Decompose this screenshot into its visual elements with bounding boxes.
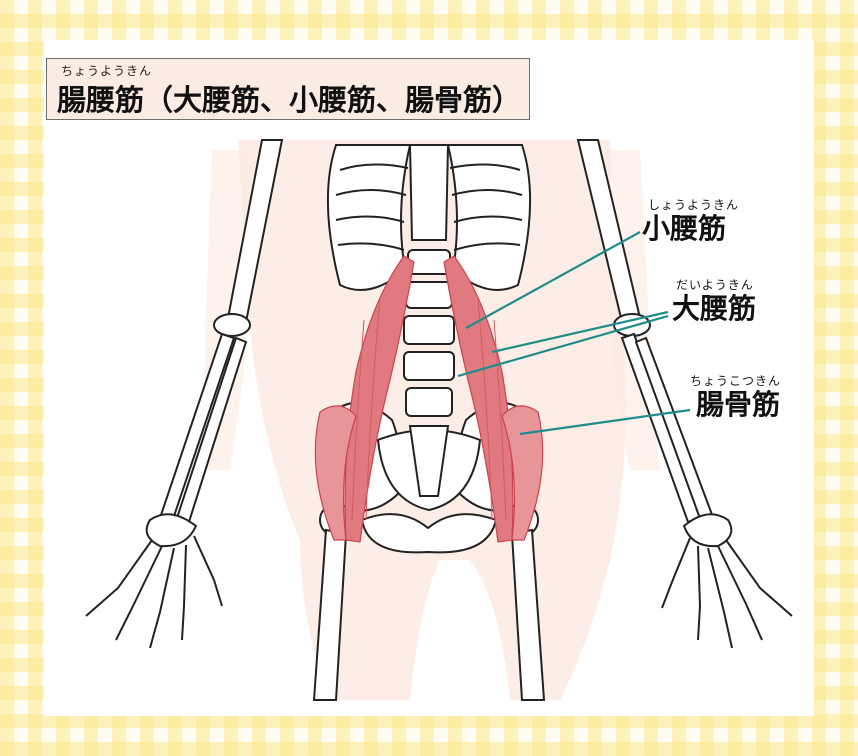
label-psoas-major-ruby: だいようきん [676, 278, 754, 292]
leader-line-psoas-major-2 [457, 314, 669, 378]
title-box: ちょうようきん 腸腰筋（大腰筋、小腰筋、腸骨筋） [46, 58, 530, 120]
label-psoas-major-text: 大腰筋 [672, 292, 757, 325]
label-iliacus-ruby: ちょうこつきん [690, 374, 782, 388]
label-iliacus-text: 腸骨筋 [696, 388, 781, 421]
left-psoas-major [344, 255, 415, 543]
right-iliacus [501, 405, 544, 541]
lumbar-spine [403, 249, 455, 497]
leader-line-psoas-minor [465, 231, 641, 329]
right-arm-bones [576, 139, 793, 649]
label-iliacus: ちょうこつきん 腸骨筋 [690, 372, 781, 421]
iliopsoas-muscles [314, 255, 544, 543]
right-psoas-major [443, 255, 514, 543]
label-psoas-minor-ruby: しょうようきん [648, 198, 740, 212]
page-title: 腸腰筋（大腰筋、小腰筋、腸骨筋） [57, 83, 522, 117]
label-psoas-minor-text: 小腰筋 [642, 212, 727, 245]
leader-line-psoas-major-1 [491, 310, 669, 354]
rib-cage [326, 144, 532, 291]
title-ruby: ちょうようきん [61, 64, 153, 78]
left-arm-bones [85, 139, 284, 649]
leader-lines [457, 231, 691, 436]
label-psoas-major: だいようきん 大腰筋 [672, 276, 756, 325]
label-psoas-minor: しょうようきん 小腰筋 [642, 196, 739, 245]
leader-line-iliacus [519, 408, 691, 436]
left-iliacus [314, 405, 357, 541]
